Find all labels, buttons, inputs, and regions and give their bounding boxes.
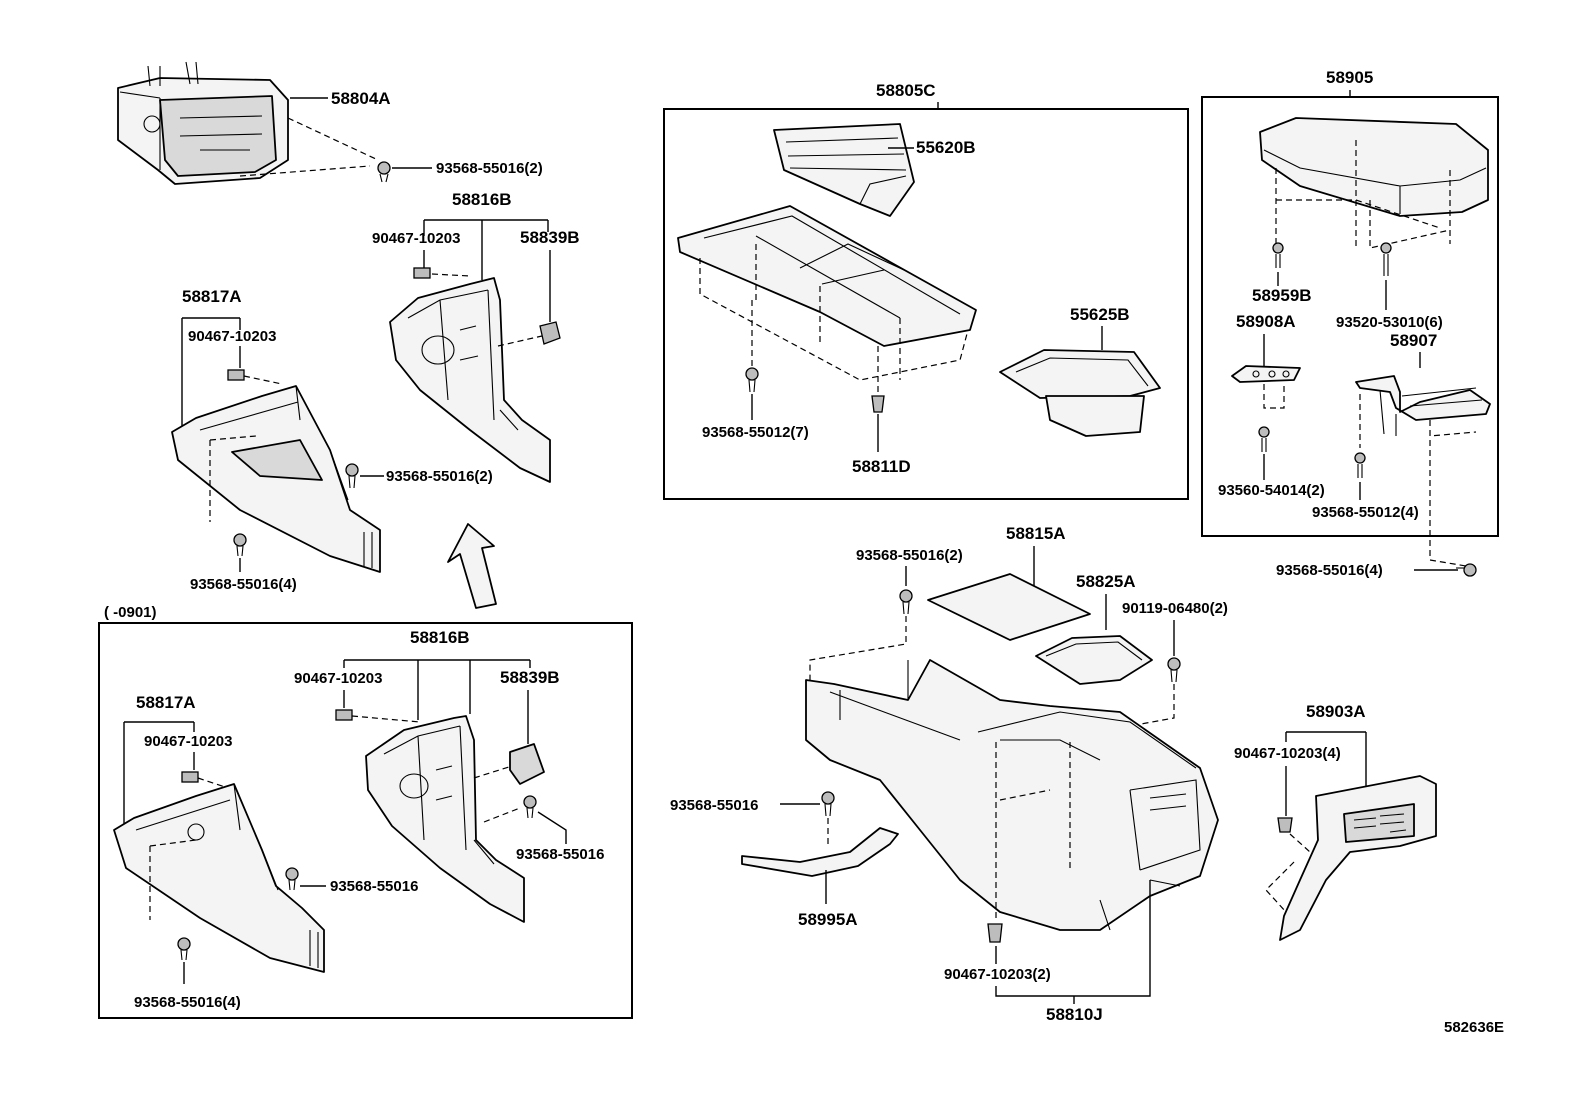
part-58907-hinge[interactable] <box>1355 375 1491 436</box>
label-58903A: 58903A <box>1306 702 1366 721</box>
label-date-range: ( -0901) <box>104 604 157 621</box>
label-58839B-top: 58839B <box>520 228 580 247</box>
screw-90119-06480 <box>1167 657 1181 683</box>
direction-arrow <box>447 523 497 609</box>
screw-93568-55012 <box>745 367 759 393</box>
label-90467-10203-top-left: 90467-10203 <box>188 328 276 345</box>
clip-90467-bot-mid <box>335 709 353 721</box>
label-90467-10203-2: 90467-10203(2) <box>944 966 1051 983</box>
label-58959B: 58959B <box>1252 286 1312 305</box>
label-58805C: 58805C <box>876 81 936 100</box>
label-93568-55016-2-center: 93568-55016(2) <box>856 547 963 564</box>
label-58907: 58907 <box>1390 331 1437 350</box>
label-58825A: 58825A <box>1076 572 1136 591</box>
clip-90467-top-mid <box>413 267 431 279</box>
screw-93568-55016-bot-mid <box>285 867 299 891</box>
clip-90467-bot-left <box>181 771 199 783</box>
screw-58959B <box>1272 242 1284 268</box>
label-90467-10203-top-mid: 90467-10203 <box>372 230 460 247</box>
box-58905 <box>1201 96 1499 537</box>
label-58811D: 58811D <box>852 457 911 476</box>
label-93568-55012-4: 93568-55012(4) <box>1312 504 1419 521</box>
label-93560-54014-2: 93560-54014(2) <box>1218 482 1325 499</box>
clip-58811D <box>871 395 885 413</box>
part-58810J-console-body[interactable] <box>805 659 1219 931</box>
screw-93568-55016-4-bot <box>177 937 191 961</box>
part-55625B-bin[interactable] <box>999 349 1161 437</box>
part-58908A-latch[interactable] <box>1231 365 1301 383</box>
label-58815A: 58815A <box>1006 524 1066 543</box>
label-93568-55012-7: 93568-55012(7) <box>702 424 809 441</box>
part-58816B-top-bracket[interactable] <box>389 277 551 483</box>
box-date-range-variant <box>98 622 633 1019</box>
label-93568-55016-4-right: 93568-55016(4) <box>1276 562 1383 579</box>
label-90467-10203-bot-mid: 90467-10203 <box>294 670 382 687</box>
part-58995A-bracket[interactable] <box>741 827 899 877</box>
label-93568-55016-2-top: 93568-55016(2) <box>436 160 543 177</box>
screw-93568-55016-center <box>821 791 835 817</box>
label-58810J: 58810J <box>1046 1005 1103 1024</box>
screw-93568-55016-4-right <box>1456 563 1477 577</box>
label-93568-55016-4-top: 93568-55016(4) <box>190 576 297 593</box>
part-58817A-top-cover[interactable] <box>171 385 381 573</box>
part-58903A-rear-vent[interactable] <box>1279 775 1437 941</box>
part-58815A-mat[interactable] <box>927 573 1091 641</box>
label-58804A: 58804A <box>331 89 391 108</box>
label-90467-10203-bot-left: 90467-10203 <box>144 733 232 750</box>
label-55625B: 55625B <box>1070 305 1130 324</box>
screw-93568-55016-top <box>377 161 391 183</box>
label-58995A: 58995A <box>798 910 858 929</box>
label-58905: 58905 <box>1326 68 1373 87</box>
part-55620B-lid[interactable] <box>773 123 915 217</box>
screw-93568-55016-bot-right <box>523 795 537 819</box>
label-93568-55016-center: 93568-55016 <box>670 797 758 814</box>
part-58825A-tray[interactable] <box>1035 635 1153 685</box>
screw-93520-53010 <box>1380 242 1392 276</box>
label-55620B: 55620B <box>916 138 976 157</box>
screw-93568-55012-4 <box>1354 452 1366 478</box>
part-58816B-bot-bracket[interactable] <box>365 715 525 923</box>
part-58804A-cup-holder[interactable] <box>117 61 289 185</box>
label-ref-code: 582636E <box>1444 1019 1504 1036</box>
part-58905-armrest-lid[interactable] <box>1259 117 1489 217</box>
label-58908A: 58908A <box>1236 312 1296 331</box>
part-58817A-bot-cover[interactable] <box>113 783 325 973</box>
clip-90467-top-left <box>227 369 245 381</box>
clip-90467-10203-2 <box>987 923 1003 943</box>
label-58817A-bot: 58817A <box>136 693 196 712</box>
label-93568-55016-bot-mid: 93568-55016 <box>330 878 418 895</box>
part-console-tray[interactable] <box>677 205 977 381</box>
label-93520-53010-6: 93520-53010(6) <box>1336 314 1443 331</box>
label-93568-55016-4-bot: 93568-55016(4) <box>134 994 241 1011</box>
label-93568-55016-bot-right: 93568-55016 <box>516 846 604 863</box>
box-58805C <box>663 108 1189 500</box>
label-58816B-bot: 58816B <box>410 628 470 647</box>
clip-58839B-bot <box>509 743 545 785</box>
screw-93568-55016-center-top <box>899 589 913 615</box>
screw-93568-55016-4-top <box>233 533 247 557</box>
label-58839B-bot: 58839B <box>500 668 560 687</box>
screw-93568-55016-mid <box>345 463 359 489</box>
clip-58839B-top <box>539 321 561 345</box>
label-90467-10203-4: 90467-10203(4) <box>1234 745 1341 762</box>
label-90119-06480-2: 90119-06480(2) <box>1122 600 1228 617</box>
label-93568-55016-2-mid: 93568-55016(2) <box>386 468 493 485</box>
label-58817A-top: 58817A <box>182 287 242 306</box>
clip-90467-10203-4 <box>1277 817 1293 833</box>
screw-93560-54014 <box>1258 426 1270 452</box>
label-58816B-top: 58816B <box>452 190 512 209</box>
